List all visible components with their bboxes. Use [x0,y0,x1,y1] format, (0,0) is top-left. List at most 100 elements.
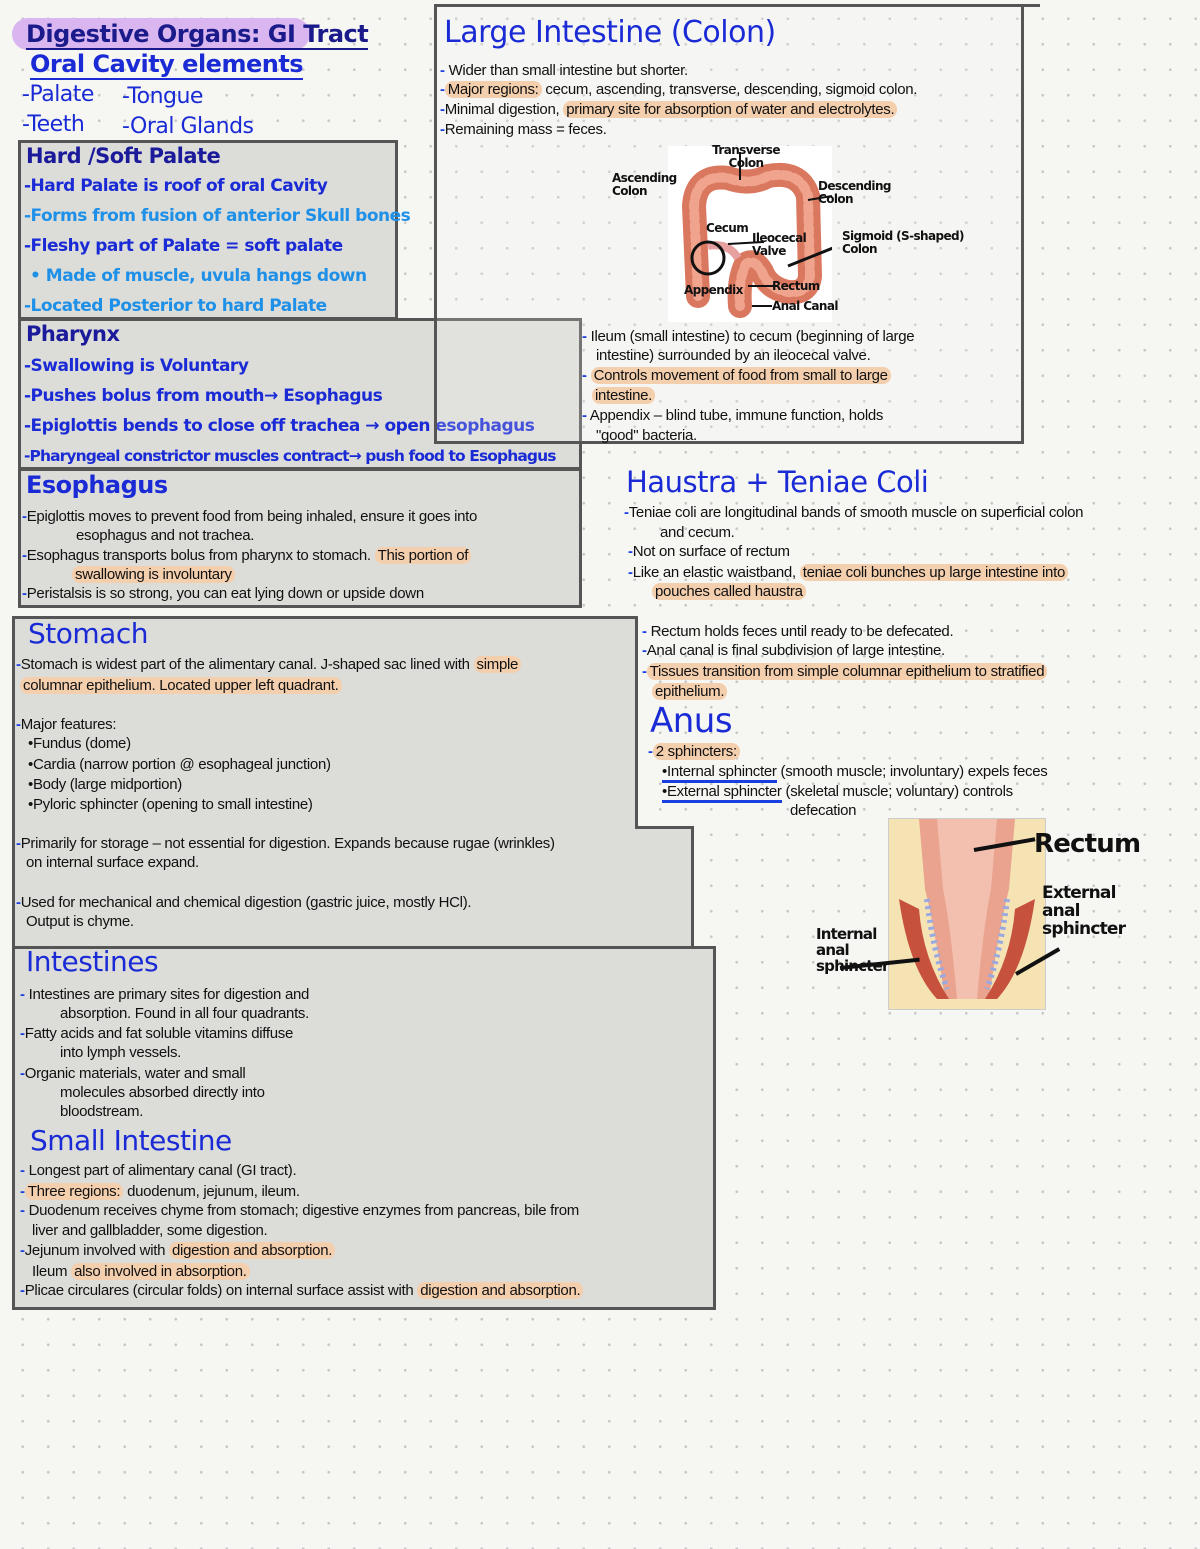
label-descending-colon: Descending Colon [818,179,891,206]
haustra-line: -Like an elastic waistband, teniae coli … [628,563,1069,583]
anus-line: •External sphincter (skeletal muscle; vo… [662,782,1013,803]
top-rule [1020,4,1040,7]
stomach-line: -Primarily for storage – not essential f… [16,835,555,852]
text: Ileum (small intestine) to cecum (beginn… [590,328,915,345]
haustra-line: pouches called haustra [652,582,806,602]
label-appendix: Appendix [684,283,743,297]
anus-line: defecation [790,802,857,819]
stomach-box-step [635,826,694,829]
esophagus-line: swallowing is involuntary [72,565,235,585]
esophagus-box [18,468,582,608]
label-external-sphincter: External anal sphincter [1042,883,1126,939]
small-intestine-line: - Longest part of alimentary canal (GI t… [20,1162,297,1179]
highlight: digestion and absorption. [417,1282,584,1299]
pharynx-line: -Epiglottis bends to close off trachea →… [24,416,535,436]
label-line [807,195,833,201]
vessels [984,898,1010,990]
small-intestine-line: -Jejunum involved with digestion and abs… [20,1241,336,1261]
small-intestine-end [707,241,742,261]
stomach-line: on internal surface expand. [26,854,199,871]
oral-item: -Tongue [122,84,203,109]
text: (skeletal muscle; voluntary) controls [781,783,1013,800]
text: Stomach is widest part of the alimentary… [20,656,474,673]
haustra-line: -Tissues transition from simple columnar… [642,662,1048,682]
label-line [727,241,765,245]
large-intestine-line: "good" bacteria. [596,427,697,444]
haustra-line: -Teniae coli are longitudinal bands of s… [624,504,1084,521]
stomach-feature: •Cardia (narrow portion @ esophageal jun… [28,756,331,773]
highlight: Three regions: [24,1183,124,1200]
small-intestine-line: Ileum also involved in absorption. [32,1262,250,1282]
esophagus-line: -Esophagus transports bolus from pharynx… [22,546,472,566]
intestines-box [12,946,716,1310]
highlight: This portion of [374,547,472,564]
anal-canal-diagram [888,818,1046,1010]
pharynx-title: Pharynx [26,322,120,346]
right-sphincter [985,899,1035,999]
text: Peristalsis is so strong, you can eat ly… [26,585,424,602]
left-sphincter [899,899,949,999]
palate-line: -Forms from fusion of anterior Skull bon… [24,206,411,226]
palate-line: -Hard Palate is roof of oral Cavity [24,176,328,196]
pharynx-line: -Pharyngeal constrictor muscles contract… [24,447,556,465]
label-line [787,244,839,268]
large-intestine-line: -Remaining mass = feces. [440,121,607,138]
label-ileocecal: Ileocecal Valve [752,231,807,258]
pharynx-line: -Pushes bolus from mouth→ Esophagus [24,386,383,406]
oral-cavity-title: Oral Cavity elements [30,50,304,80]
highlight: teniae coli bunches up large intestine i… [799,564,1069,581]
esophagus-line: -Peristalsis is so strong, you can eat l… [22,585,424,602]
haustra-line: epithelium. [652,682,728,702]
highlight: Controls movement of food from small to … [590,367,891,384]
text: Rectum holds feces until ready to be def… [650,623,954,640]
stomach-line: -Stomach is widest part of the alimentar… [16,655,522,675]
text: Esophagus transports bolus from pharynx … [26,547,375,564]
pharynx-line: -Swallowing is Voluntary [24,356,249,376]
haustra-line: and cecum. [660,524,735,541]
intestines-line: into lymph vessels. [60,1044,182,1061]
label-cecum: Cecum [706,221,749,235]
text: Teniae coli are longitudinal bands of sm… [628,504,1084,521]
title-highlight [12,18,310,50]
stomach-line: -Major features: [16,716,117,733]
text: Fatty acids and fat soluble vitamins dif… [24,1025,294,1042]
large-intestine-line: - Ileum (small intestine) to cecum (begi… [582,328,915,345]
text: Intestines are primary sites for digesti… [28,986,310,1003]
large-intestine-line: intestine) surrounded by an ileocecal va… [596,347,871,364]
small-intestine-line: -Three regions: duodenum, jejunum, ileum… [20,1183,300,1200]
text: Ileum [32,1263,72,1280]
stomach-title: Stomach [28,617,148,650]
haustra-line: - Rectum holds feces until ready to be d… [642,623,954,640]
large-intestine-line: - Wider than small intestine but shorter… [440,62,688,79]
highlight: intestine. [592,387,656,404]
stomach-box [12,616,638,832]
colon-diagram [668,146,839,322]
intestines-line: -Fatty acids and fat soluble vitamins di… [20,1025,294,1042]
highlight: columnar epithelium. Located upper left … [20,677,342,694]
stomach-line: Output is chyme. [26,913,134,930]
text: Duodenum receives chyme from stomach; di… [28,1202,580,1219]
large-intestine-line: -Major regions: cecum, ascending, transv… [440,81,918,98]
text: Appendix – blind tube, immune function, … [589,407,884,424]
label-anal-canal: Anal Canal [772,299,838,313]
intestines-line: bloodstream. [60,1103,144,1120]
text: Jejunum involved with [24,1242,170,1259]
label-rectum: Rectum [772,279,820,293]
text: Minimal digestion, [444,101,564,118]
text: Epiglottis moves to prevent food from be… [26,508,478,525]
large-intestine-title: Large Intestine (Colon) [444,15,776,50]
palate-title: Hard /Soft Palate [26,144,221,168]
highlight: primary site for absorption of water and… [563,101,898,118]
large-intestine-line: intestine. [592,386,656,406]
text: Longest part of alimentary canal (GI tra… [28,1162,297,1179]
text: (smooth muscle; involuntary) expels fece… [776,763,1048,780]
intestines-line: -Organic materials, water and small [20,1065,246,1082]
palate-line: -Fleshy part of Palate = soft palate [24,236,343,256]
small-intestine-line: liver and gallbladder, some digestion. [32,1222,268,1239]
small-intestine-title: Small Intestine [30,1124,232,1157]
anus-line: •Internal sphincter (smooth muscle; invo… [662,762,1048,783]
text: Primarily for storage – not essential fo… [20,835,555,852]
anus-title: Anus [650,701,733,741]
text: Remaining mass = feces. [444,121,607,138]
stomach-feature: •Body (large midportion) [28,776,182,793]
